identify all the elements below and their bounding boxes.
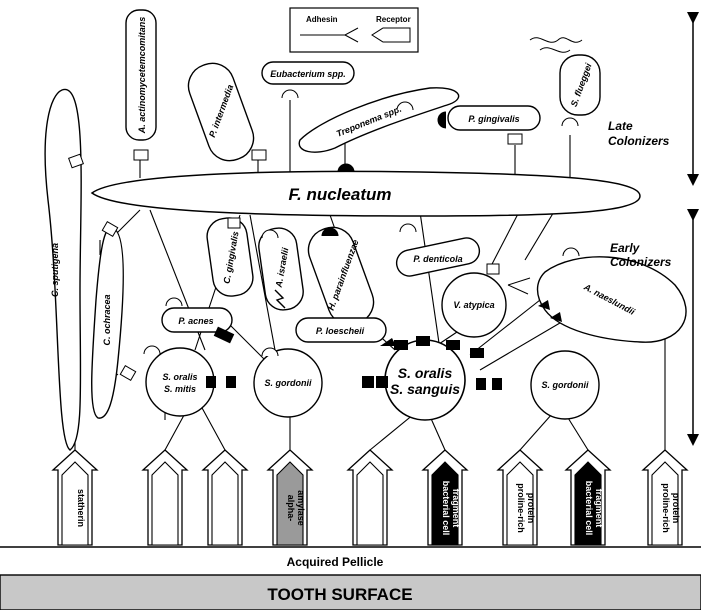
late-colonizers-label-2: Colonizers <box>608 134 670 148</box>
s-gordonii-right: S. gordonii <box>531 351 599 419</box>
p-acnes-label: P. acnes <box>178 316 213 326</box>
s-flueggei: S. flueggei <box>530 38 600 126</box>
s-oralis-mitis-label-1: S. oralis <box>162 372 197 382</box>
pellicle-receptor-label: proline-rich <box>516 483 526 533</box>
legend-receptor: Receptor <box>376 15 411 24</box>
pellicle-receptor-label: alpha- <box>286 495 296 522</box>
pellicle-receptor: alpha-amylase <box>268 450 312 545</box>
s-oralis-mitis: S. oralis S. mitis <box>144 346 236 416</box>
h-parainfluenzae: H. parainfluenzae <box>302 221 379 331</box>
legend: Adhesin Receptor <box>290 8 418 52</box>
c-ochracea-label: C. ochracea <box>102 294 112 345</box>
pellicle-receptor-label: statherin <box>76 489 86 527</box>
v-atypica-label: V. atypica <box>453 300 494 310</box>
p-loescheii: P. loescheii <box>296 318 386 342</box>
c-sputigena-label: C. sputigena <box>50 243 60 297</box>
v-atypica: V. atypica <box>442 264 530 337</box>
pellicle-receptor: statherin <box>53 450 97 545</box>
a-actinomycetemcomitans-label: A. actinomycetemcomitans <box>137 17 147 135</box>
a-actinomycetemcomitans: A. actinomycetemcomitans <box>126 10 156 160</box>
p-gingivalis-label: P. gingivalis <box>468 114 519 124</box>
s-oralis-sanguis-label-2: S. sanguis <box>390 381 460 397</box>
pellicle-receptor-label: protein <box>671 493 681 524</box>
s-gordonii-right-label: S. gordonii <box>542 380 589 390</box>
s-oralis-sanguis-label-1: S. oralis <box>398 365 453 381</box>
tooth-surface: TOOTH SURFACE <box>0 575 701 610</box>
tooth-surface-label: TOOTH SURFACE <box>267 585 412 604</box>
legend-adhesin: Adhesin <box>306 15 338 24</box>
p-gingivalis: P. gingivalis <box>438 106 540 144</box>
s-gordonii-left-label: S. gordonii <box>265 378 312 388</box>
early-colonizers-label-2: Colonizers <box>610 255 672 269</box>
pellicle-receptor-label: bacterial cell <box>441 481 451 536</box>
late-colonizers-label-1: Late <box>608 119 633 133</box>
pellicle-receptor-label: fragment <box>594 489 604 528</box>
pellicle-receptor-label: fragment <box>451 489 461 528</box>
p-loescheii-label: P. loescheii <box>316 326 365 336</box>
p-acnes: P. acnes <box>162 298 234 343</box>
p-intermedia: P. intermedia <box>182 57 266 167</box>
f-nucleatum: F. nucleatum <box>92 171 640 216</box>
treponema: Treponema spp. <box>299 88 458 172</box>
pellicle-receptor <box>143 450 187 545</box>
s-gordonii-left: S. gordonii <box>254 348 322 417</box>
a-israelii: A. israelii <box>256 226 305 312</box>
s-oralis-sanguis: S. oralis S. sanguis <box>362 336 502 420</box>
p-denticola: P. denticola <box>394 224 482 278</box>
f-nucleatum-label: F. nucleatum <box>289 185 392 204</box>
pellicle-receptor-label: bacterial cell <box>584 481 594 536</box>
c-ochracea: C. ochracea <box>92 222 136 418</box>
pellicle-receptor-label: amylase <box>296 490 306 526</box>
pellicle-receptor-label: protein <box>526 493 536 524</box>
pellicle-receptor <box>348 450 392 545</box>
acquired-pellicle-label: Acquired Pellicle <box>287 555 384 569</box>
c-gingivalis: C. gingivalis <box>205 216 255 299</box>
s-oralis-mitis-label-2: S. mitis <box>164 384 196 394</box>
eubacterium-label: Eubacterium spp. <box>270 69 346 79</box>
eubacterium: Eubacterium spp. <box>262 62 354 98</box>
c-sputigena: C. sputigena <box>45 89 83 450</box>
p-denticola-label: P. denticola <box>413 254 462 264</box>
pellicle-receptor <box>203 450 247 545</box>
early-colonizers-label-1: Early <box>610 241 641 255</box>
pellicle-receptor-label: proline-rich <box>661 483 671 533</box>
